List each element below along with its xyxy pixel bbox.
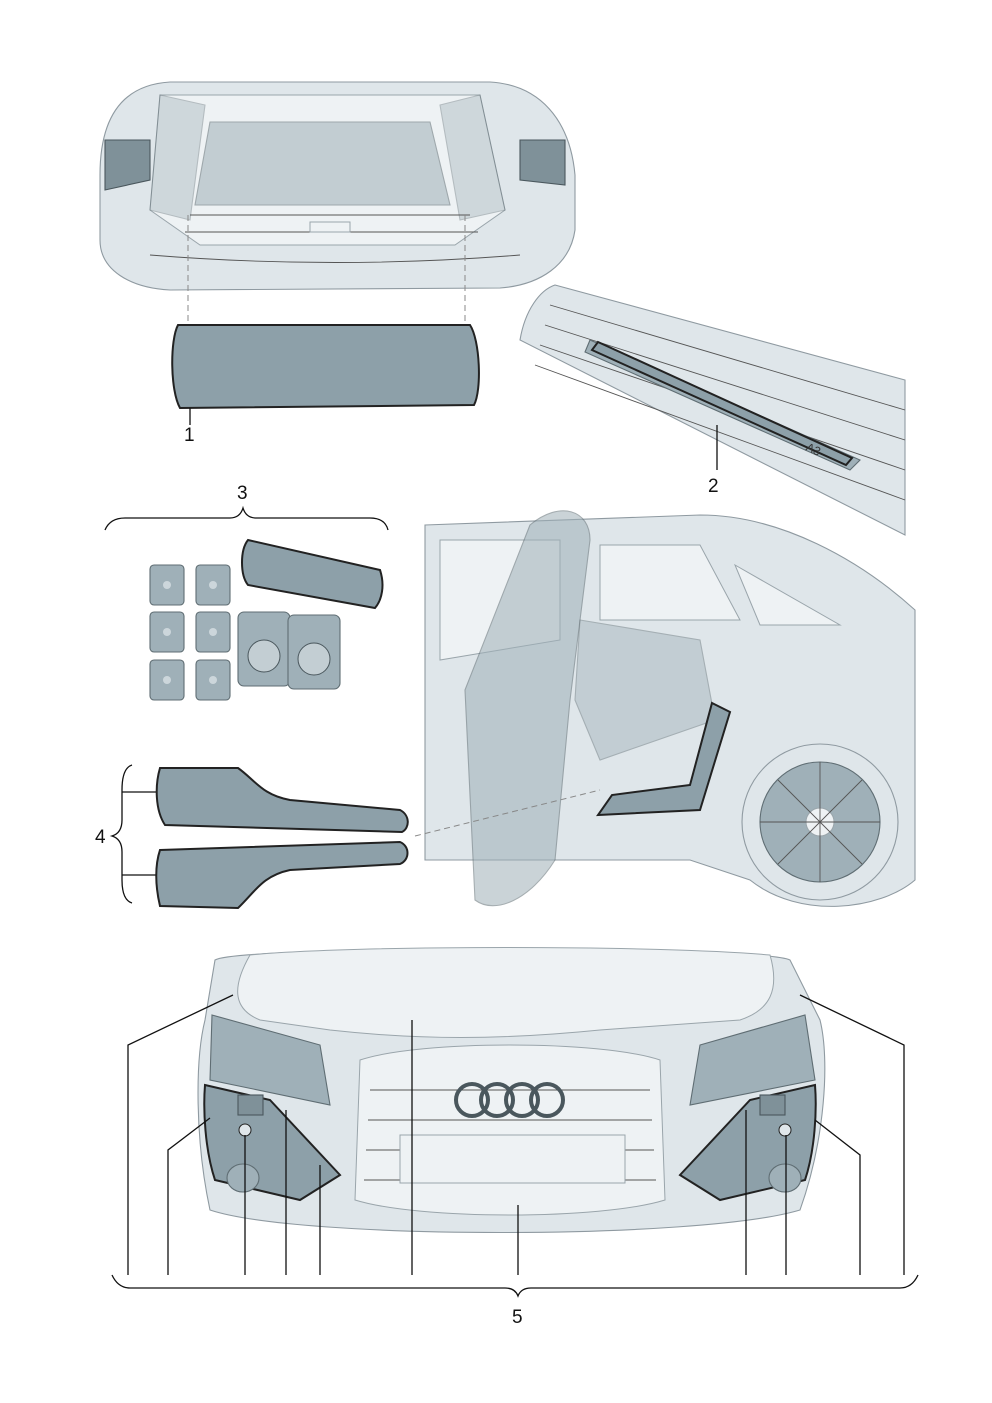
small-film-strip [241, 538, 384, 610]
entry-film-lower [155, 840, 409, 910]
entry-film-upper [155, 767, 409, 834]
bracket-3 [104, 505, 389, 531]
hood [237, 947, 775, 1038]
sill-plate-mark: A3 [804, 440, 823, 459]
side-car-view [424, 510, 916, 907]
callout-3: 3 [237, 483, 248, 504]
cleaning-cloth-packs [237, 611, 341, 690]
parts-set-3 [149, 538, 384, 701]
callout-4: 4 [95, 827, 106, 848]
leader-lines-5 [127, 994, 905, 1275]
front-car-view [197, 947, 826, 1234]
bracket-4 [109, 764, 133, 904]
callout-5: 5 [512, 1307, 523, 1328]
right-headlight [689, 1014, 816, 1106]
sticker-pads [149, 564, 231, 701]
callout-1: 1 [184, 425, 195, 446]
rear-car-view [99, 81, 576, 291]
license-plate-area [399, 1134, 626, 1184]
bracket-5 [111, 1274, 919, 1298]
loading-edge-film [171, 324, 480, 410]
sill-plate-film [590, 340, 854, 467]
entry-panel-film [596, 701, 732, 817]
left-headlight [209, 1014, 331, 1106]
door-sill-view: A3 [519, 284, 906, 536]
grille [354, 1044, 666, 1216]
callout-2: 2 [708, 476, 719, 497]
audi-rings-logo [454, 1082, 565, 1118]
